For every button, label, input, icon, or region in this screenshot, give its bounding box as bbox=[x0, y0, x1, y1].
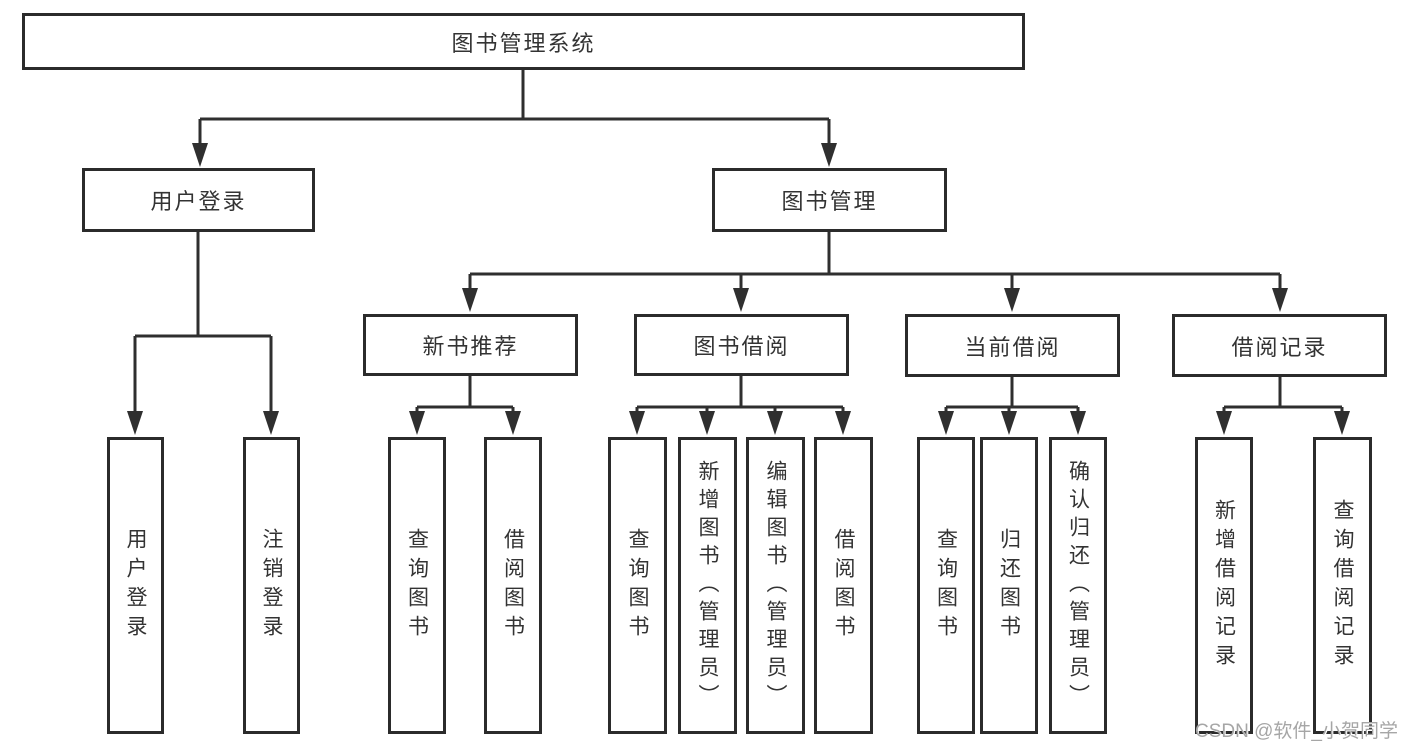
connector-new-book-to-leaves bbox=[409, 376, 521, 435]
arrowhead bbox=[462, 288, 478, 312]
connector-root-to-level2 bbox=[192, 70, 837, 167]
leaf-query-books-current: 查询图书 bbox=[917, 437, 975, 734]
leaf-borrow-books-recommend: 借阅图书 bbox=[484, 437, 542, 734]
node-book-management: 图书管理 bbox=[712, 168, 947, 232]
arrowhead bbox=[1272, 288, 1288, 312]
leaf-confirm-return-admin: 确认归还（管理员） bbox=[1049, 437, 1107, 734]
connector-book-borrow-to-leaves bbox=[629, 376, 851, 435]
arrowhead bbox=[699, 411, 715, 435]
leaf-edit-books-admin: 编辑图书（管理员） bbox=[746, 437, 805, 734]
arrowhead bbox=[835, 411, 851, 435]
node-user-login: 用户登录 bbox=[82, 168, 315, 232]
node-root-system: 图书管理系统 bbox=[22, 13, 1025, 70]
arrowhead bbox=[192, 143, 208, 167]
connector-current-borrow-to-leaves bbox=[938, 377, 1086, 435]
arrowhead bbox=[1070, 411, 1086, 435]
csdn-watermark: CSDN @软件_小贺同学 bbox=[1195, 721, 1398, 742]
arrowhead bbox=[263, 411, 279, 435]
arrowhead bbox=[505, 411, 521, 435]
leaf-query-books-recommend: 查询图书 bbox=[388, 437, 446, 734]
arrowhead bbox=[821, 143, 837, 167]
arrowhead bbox=[409, 411, 425, 435]
arrowhead bbox=[629, 411, 645, 435]
arrowhead bbox=[767, 411, 783, 435]
node-book-borrowing: 图书借阅 bbox=[634, 314, 849, 376]
connector-user-login-to-leaves bbox=[127, 232, 279, 435]
leaf-add-borrow-record: 新增借阅记录 bbox=[1195, 437, 1253, 734]
leaf-user-login: 用户登录 bbox=[107, 437, 164, 734]
arrowhead bbox=[1334, 411, 1350, 435]
connector-borrow-record-to-leaves bbox=[1216, 377, 1350, 435]
arrowhead bbox=[1001, 411, 1017, 435]
node-current-borrowing: 当前借阅 bbox=[905, 314, 1120, 377]
leaf-add-books-admin: 新增图书（管理员） bbox=[678, 437, 737, 734]
leaf-query-books-borrowing: 查询图书 bbox=[608, 437, 667, 734]
arrowhead bbox=[1216, 411, 1232, 435]
leaf-borrow-books: 借阅图书 bbox=[814, 437, 873, 734]
leaf-query-borrow-record: 查询借阅记录 bbox=[1313, 437, 1372, 734]
arrowhead bbox=[733, 288, 749, 312]
node-new-book-recommend: 新书推荐 bbox=[363, 314, 578, 376]
arrowhead bbox=[938, 411, 954, 435]
connector-book-mgmt-to-level3 bbox=[462, 232, 1288, 312]
arrowhead bbox=[1004, 288, 1020, 312]
leaf-logout: 注销登录 bbox=[243, 437, 300, 734]
arrowhead bbox=[127, 411, 143, 435]
leaf-return-books: 归还图书 bbox=[980, 437, 1038, 734]
node-borrowing-records: 借阅记录 bbox=[1172, 314, 1387, 377]
